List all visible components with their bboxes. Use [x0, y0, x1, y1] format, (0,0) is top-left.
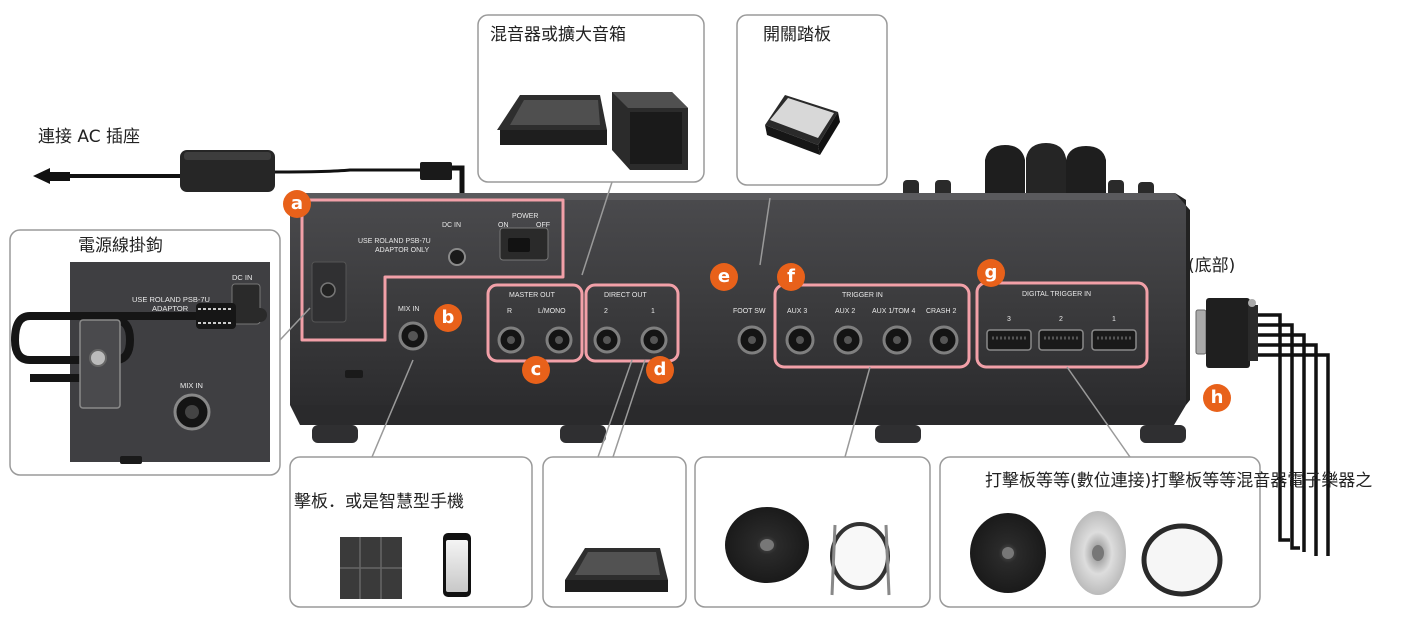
adaptor-only-label: ADAPTOR ONLY	[375, 247, 430, 254]
badge-b: b	[434, 304, 462, 332]
aux2-label: AUX 2	[835, 308, 856, 315]
dc-in-label: DC IN	[442, 222, 462, 229]
ac-adapter	[33, 150, 465, 193]
badge-c: c	[522, 356, 550, 384]
badge-e: e	[710, 263, 738, 291]
digital-trigger-ports	[986, 329, 1137, 351]
cord-hook-callout	[9, 229, 311, 476]
pads-phone-label: 擊板．或是智慧型手機	[294, 492, 464, 512]
aux3-label: AUX 3	[787, 308, 808, 315]
digital-trigger-in-label: DIGITAL TRIGGER IN	[1022, 291, 1092, 298]
ac-outlet-label: 連接 AC 插座	[38, 127, 141, 147]
master-lmono-label: L/MONO	[538, 308, 566, 315]
pads-phone-box	[289, 359, 533, 608]
mixer-amp-box	[477, 14, 705, 276]
master-out-label: MASTER OUT	[509, 292, 555, 299]
callout-dc-in-label: DC IN	[232, 273, 253, 282]
power-label: POWER	[512, 213, 539, 220]
badge-g: g	[977, 259, 1005, 287]
direct-out-box	[542, 359, 687, 608]
dt3-label: 3	[1007, 316, 1011, 323]
power-on-label: ON	[498, 222, 509, 229]
unit-body	[290, 193, 1190, 443]
crash2-label: CRASH 2	[926, 308, 957, 315]
bottom-connector	[1195, 298, 1330, 556]
direct-2-label: 2	[604, 308, 608, 315]
badge-d: d	[646, 356, 674, 384]
cord-hook-label: 電源線掛鉤	[78, 236, 163, 256]
badge-f: f	[777, 263, 805, 291]
digital-pads-label: 打擊板等等(數位連接)打擊板等等混音器電子樂器之	[985, 471, 1373, 491]
badge-h: h	[1203, 384, 1231, 412]
callout-use-roland-label: USE ROLAND PSB-7U	[132, 295, 210, 304]
dt2-label: 2	[1059, 316, 1063, 323]
dt1-label: 1	[1112, 316, 1116, 323]
digital-pads-box	[939, 366, 1261, 608]
callout-adaptor-label: ADAPTOR	[152, 304, 189, 313]
trigger-pads-box	[694, 366, 931, 608]
master-r-label: R	[507, 308, 513, 315]
power-off-label: OFF	[536, 222, 550, 229]
mixer-amp-label: 混音器或擴大音箱	[490, 25, 626, 45]
direct-out-label: DIRECT OUT	[604, 292, 647, 299]
callout-mix-in-label: MIX IN	[180, 381, 203, 390]
footswitch-box	[736, 14, 888, 266]
bottom-label: (底部)	[1188, 256, 1236, 276]
use-roland-label: USE ROLAND PSB-7U	[358, 238, 431, 245]
foot-sw-label: FOOT SW	[733, 308, 766, 315]
trigger-in-label: TRIGGER IN	[842, 292, 883, 299]
footswitch-label: 開關踏板	[763, 25, 831, 45]
direct-1-label: 1	[651, 308, 655, 315]
mix-in-label: MIX IN	[398, 306, 420, 313]
badge-a: a	[283, 190, 311, 218]
aux1-tom4-label: AUX 1/TOM 4	[872, 308, 916, 315]
